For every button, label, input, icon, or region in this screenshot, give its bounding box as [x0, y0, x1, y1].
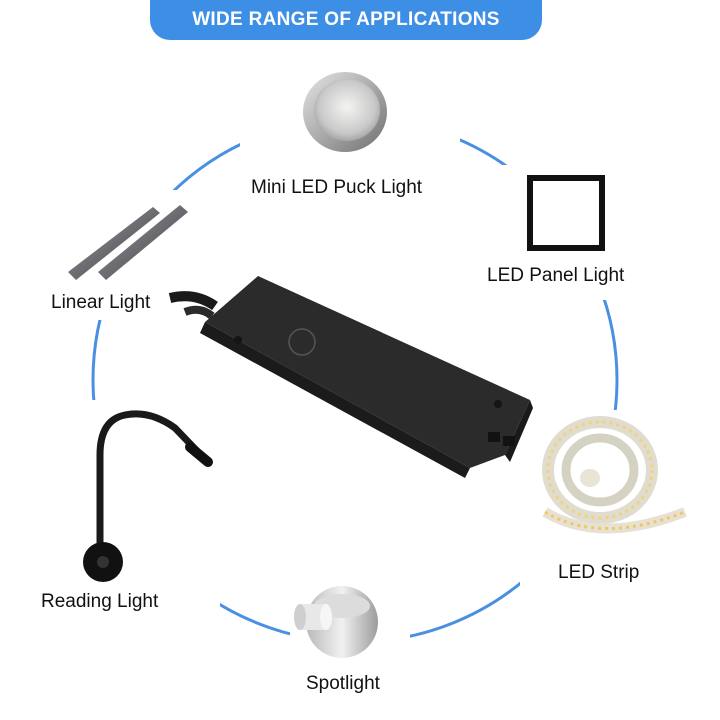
- title-banner: WIDE RANGE OF APPLICATIONS: [150, 0, 542, 40]
- spotlight-icon: [294, 586, 378, 658]
- label-panel-light: LED Panel Light: [487, 265, 625, 286]
- led-driver-icon: [168, 276, 533, 478]
- ring-gap: [30, 400, 220, 620]
- label-led-strip: LED Strip: [558, 562, 640, 583]
- led-strip-icon: [542, 416, 687, 534]
- puck-light-icon: [303, 72, 387, 152]
- label-reading-light: Reading Light: [41, 591, 159, 612]
- panel-light-icon: [527, 175, 605, 251]
- linear-light-icon: [68, 205, 188, 280]
- banner-title: WIDE RANGE OF APPLICATIONS: [192, 9, 500, 30]
- label-linear-light: Linear Light: [51, 292, 151, 313]
- label-puck-light: Mini LED Puck Light: [251, 177, 423, 198]
- label-spotlight: Spotlight: [306, 673, 380, 694]
- reading-light-icon: [83, 410, 213, 582]
